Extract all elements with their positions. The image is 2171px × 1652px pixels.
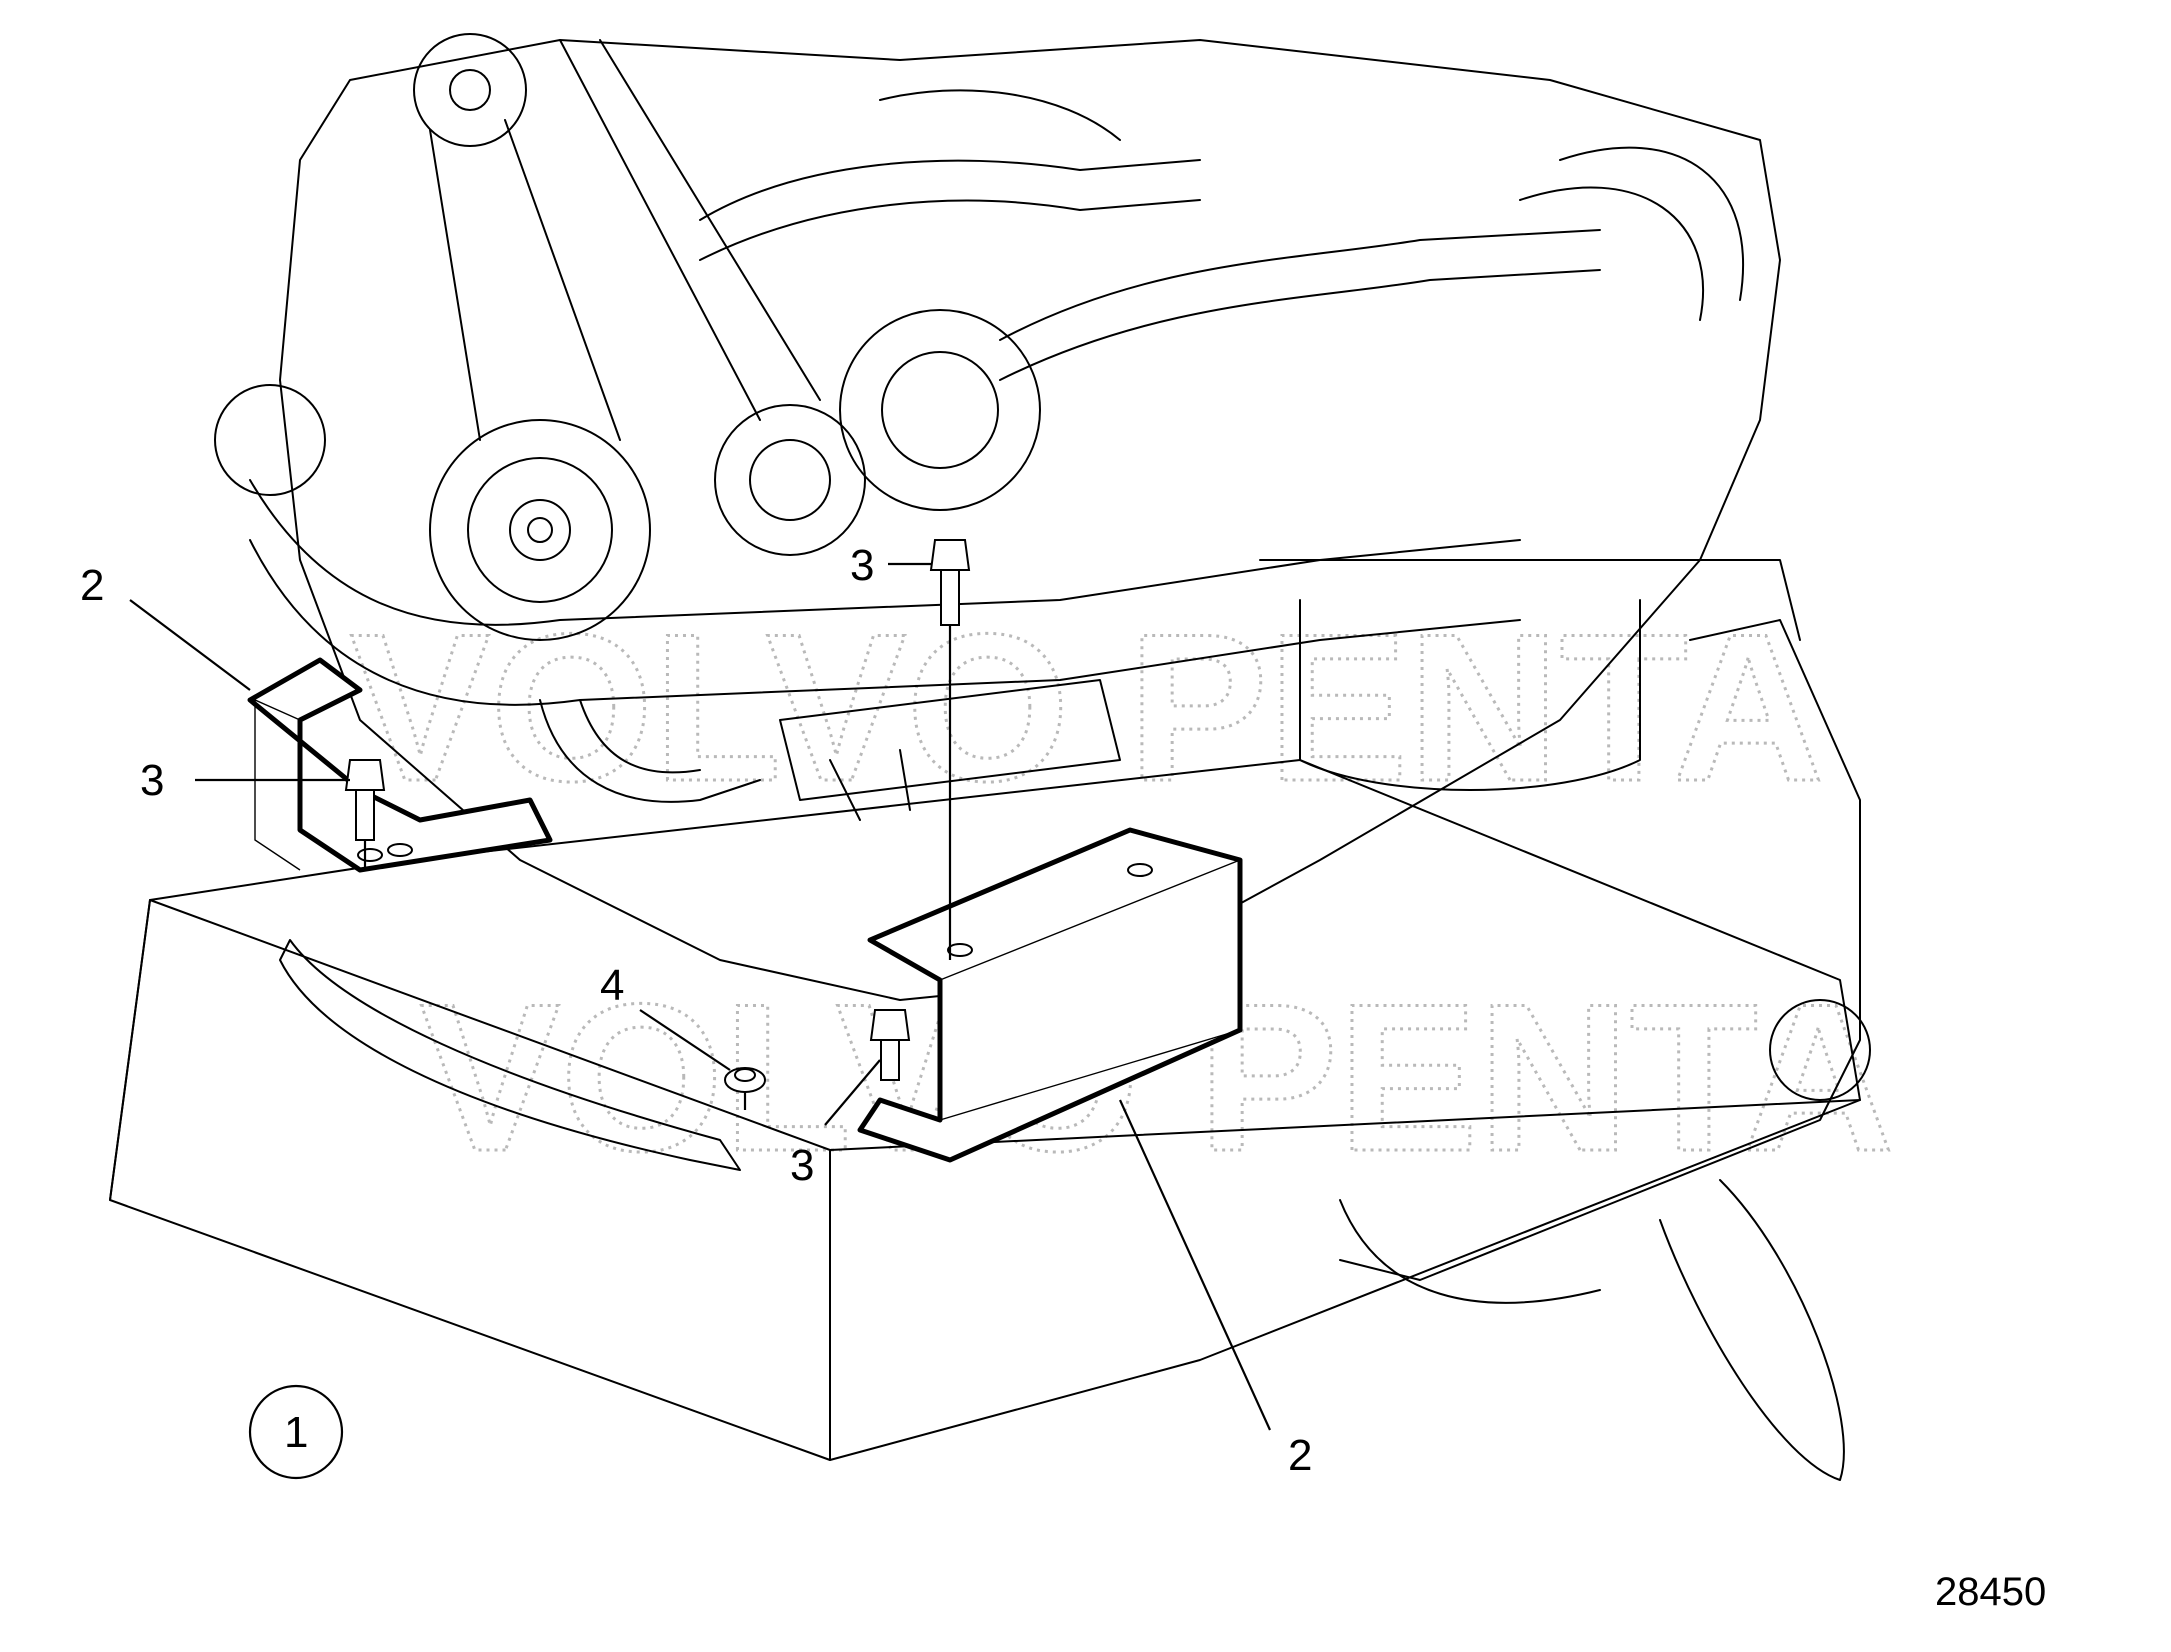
reference-circle bbox=[248, 1384, 344, 1480]
callouts: 2 3 3 4 3 2 1 bbox=[80, 541, 1312, 1480]
watermark-line-1: VOLVO PENTA bbox=[350, 590, 1824, 825]
figure-number: 28450 bbox=[1935, 1570, 2046, 1614]
left-bracket bbox=[247, 657, 553, 873]
leader-lines bbox=[129, 562, 1272, 1431]
bolt-top bbox=[929, 539, 971, 960]
mounting-base bbox=[109, 759, 1861, 1461]
bolts bbox=[344, 539, 971, 1110]
engine-assembly bbox=[214, 33, 1871, 1481]
right-bracket bbox=[857, 827, 1243, 1163]
callout-base: 1 bbox=[284, 1408, 308, 1457]
callout-nut: 4 bbox=[600, 961, 624, 1010]
bolt-bottom bbox=[869, 1009, 911, 1081]
callout-bracket-left: 2 bbox=[80, 561, 104, 610]
callout-bolt-left: 3 bbox=[140, 756, 164, 805]
nut bbox=[724, 1067, 766, 1110]
callout-bracket-right: 2 bbox=[1288, 1431, 1312, 1480]
callout-bolt-top: 3 bbox=[850, 541, 874, 590]
callout-bolt-bottom: 3 bbox=[790, 1141, 814, 1190]
